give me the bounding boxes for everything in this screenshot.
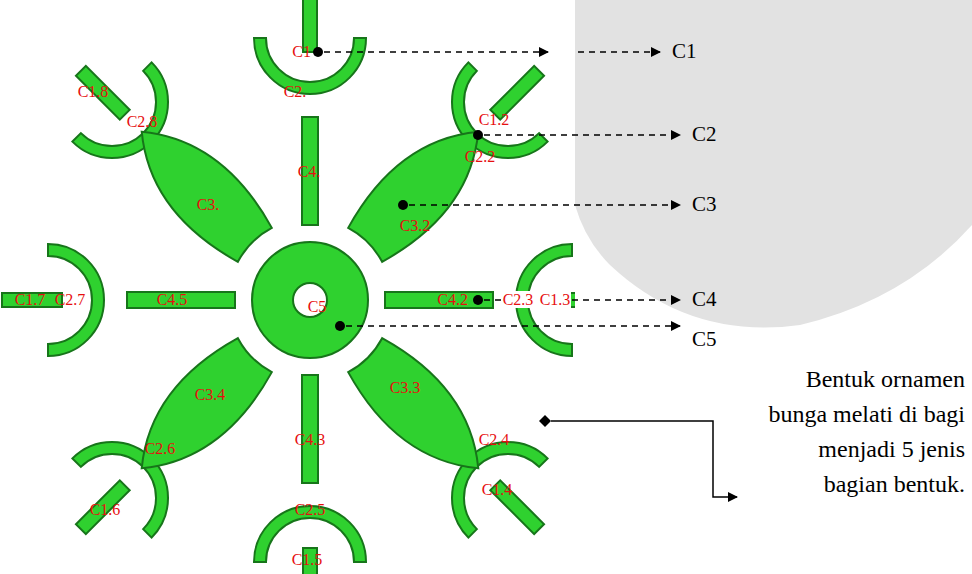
part-label-box: C2.7 xyxy=(55,291,86,309)
leader-dot xyxy=(473,295,483,305)
part-label-box: C3.4 xyxy=(195,386,226,404)
part-label: C2.6 xyxy=(145,440,176,457)
part-label-box: C2.4 xyxy=(479,431,510,449)
part-label-box: C1.7 xyxy=(15,291,46,309)
center-disk xyxy=(252,242,368,358)
arc-shape xyxy=(48,244,104,356)
part-label-box: C2.5 xyxy=(295,501,326,519)
tip-bar xyxy=(76,480,130,534)
tip-bar xyxy=(76,66,130,120)
callout-label-box: C2 xyxy=(692,123,717,146)
leader-arrow xyxy=(484,134,680,136)
part-label: C3.4 xyxy=(195,386,226,403)
part-label: C2.5 xyxy=(295,501,326,518)
part-label-box: C4.5 xyxy=(157,291,188,309)
part-label: C2.3 xyxy=(502,291,535,308)
petal-shape xyxy=(118,331,279,492)
part-label: C4.3 xyxy=(295,431,326,448)
part-label: C4.2 xyxy=(437,291,468,308)
callout-label: C2 xyxy=(692,122,717,146)
callout-label-box: C4 xyxy=(692,288,717,311)
note-text: Bentuk ornamen bunga melati di bagi menj… xyxy=(768,366,965,497)
leader-arrow xyxy=(409,204,680,206)
ornament xyxy=(2,0,575,574)
leader-dot xyxy=(473,130,483,140)
note-arrow xyxy=(551,421,737,497)
diamond-marker xyxy=(539,415,551,427)
leader-dot xyxy=(398,200,408,210)
arc-shape xyxy=(254,38,366,94)
part-label-box: C4.2 xyxy=(437,291,468,309)
leader-arrow xyxy=(324,51,548,53)
callout-label: C1 xyxy=(672,39,697,63)
petal-shape xyxy=(341,108,502,269)
callout-label: C4 xyxy=(692,287,717,311)
part-label-box: C1.8 xyxy=(78,83,109,101)
callout-label: C3 xyxy=(692,192,717,216)
petal-shape xyxy=(118,108,279,269)
leader-lines xyxy=(324,52,680,326)
part-label: C1.8 xyxy=(78,83,109,100)
part-label: C2.8 xyxy=(127,113,158,130)
callout-label: C5 xyxy=(692,327,717,351)
part-label-box: C2.2 xyxy=(465,148,496,166)
part-label-box: C1.4 xyxy=(482,481,513,499)
note-text-box: Bentuk ornamen bunga melati di bagi menj… xyxy=(759,362,965,502)
stem-bar xyxy=(127,292,235,308)
part-label: C4. xyxy=(298,163,321,180)
part-label-box: C1.2 xyxy=(479,111,510,129)
leader-arrow xyxy=(346,325,680,327)
leader-dot xyxy=(335,321,345,331)
part-label-box: C5 xyxy=(308,298,327,316)
part-label: C2.4 xyxy=(479,431,510,448)
part-label: C3. xyxy=(197,196,220,213)
background-shape xyxy=(575,0,972,328)
part-label: C3.2 xyxy=(400,217,431,234)
part-label-box: C2.8 xyxy=(127,113,158,131)
callout-label-box: C1 xyxy=(672,40,697,63)
part-label: C4.5 xyxy=(157,291,188,308)
part-label: C1.7 xyxy=(15,291,46,308)
part-label: C1 xyxy=(292,43,311,60)
part-label-box: C2.6 xyxy=(145,440,176,458)
part-label: C1.3 xyxy=(539,291,572,308)
part-label-box: C2.3 xyxy=(502,291,535,309)
part-label: C2.7 xyxy=(55,291,86,308)
leader-arrow xyxy=(578,51,660,53)
callout-label-box: C5 xyxy=(692,328,717,351)
part-label: C3.3 xyxy=(390,379,421,396)
callout-label-box: C3 xyxy=(692,193,717,216)
leader-dot xyxy=(313,47,323,57)
part-label: C1.6 xyxy=(90,501,121,518)
part-label-box: C1.5 xyxy=(292,551,323,569)
part-label: C1.5 xyxy=(292,551,323,568)
petal-shape xyxy=(341,331,502,492)
part-label-box: C4. xyxy=(298,163,321,181)
part-label-box: C4.3 xyxy=(295,431,326,449)
stem-bar xyxy=(385,292,493,308)
part-label: C2. xyxy=(284,83,307,100)
part-label-box: C3.3 xyxy=(390,379,421,397)
part-label-box: C3. xyxy=(197,196,220,214)
part-label: C5 xyxy=(308,298,327,315)
part-label: C2.2 xyxy=(465,148,496,165)
part-label-box: C1.6 xyxy=(90,501,121,519)
part-label-box: C1.3 xyxy=(539,291,572,309)
part-label-box: C3.2 xyxy=(400,217,431,235)
stem-bar xyxy=(302,375,318,483)
leader-dots xyxy=(313,47,483,331)
part-label-box: C2. xyxy=(284,83,307,101)
part-label-box: C1 xyxy=(292,43,311,61)
part-label: C1.4 xyxy=(482,481,513,498)
part-label: C1.2 xyxy=(479,111,510,128)
